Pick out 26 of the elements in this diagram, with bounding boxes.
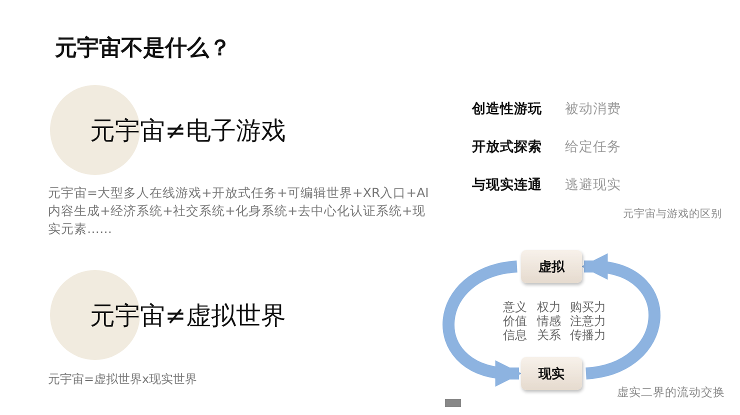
caption: 虚实二界的流动交换	[617, 384, 725, 401]
keyword: 价值	[503, 313, 527, 329]
heading: 元宇宙≠电子游戏	[90, 115, 286, 147]
comparison-text: 逃避现实	[565, 176, 621, 195]
caption: 元宇宙与游戏的区别	[623, 207, 722, 222]
process-box: 虚拟	[521, 250, 582, 283]
keyword: 购买力	[570, 299, 606, 315]
heading: 元宇宙≠虚拟世界	[90, 300, 286, 332]
keyword: 意义	[503, 299, 527, 316]
comparison-text: 给定任务	[565, 138, 621, 157]
keyword: 权力	[537, 299, 561, 315]
formula-text: 元宇宙=虚拟世界x现实世界	[48, 371, 198, 388]
curved-arrow	[442, 260, 522, 387]
keyword: 关系	[537, 327, 561, 344]
comparison-text: 与现实连通	[472, 176, 542, 195]
title: 元宇宙不是什么？	[55, 34, 231, 63]
comparison-text: 开放式探索	[472, 138, 542, 157]
process-box: 现实	[521, 357, 582, 390]
keyword: 信息	[503, 327, 527, 344]
comparison-text: 创造性游玩	[472, 100, 542, 119]
keyword: 情感	[537, 313, 561, 329]
keyword: 传播力	[570, 327, 606, 344]
comparison-text: 被动消费	[565, 100, 621, 119]
keyword: 注意力	[570, 313, 606, 329]
formula-text: 元宇宙=大型多人在线游戏+开放式任务+可编辑世界+XR入口+AI内容生成+经济系统+社交系统+化身系统+去中心化认证系统+现实元素……	[48, 184, 430, 238]
curved-arrow	[581, 253, 660, 380]
